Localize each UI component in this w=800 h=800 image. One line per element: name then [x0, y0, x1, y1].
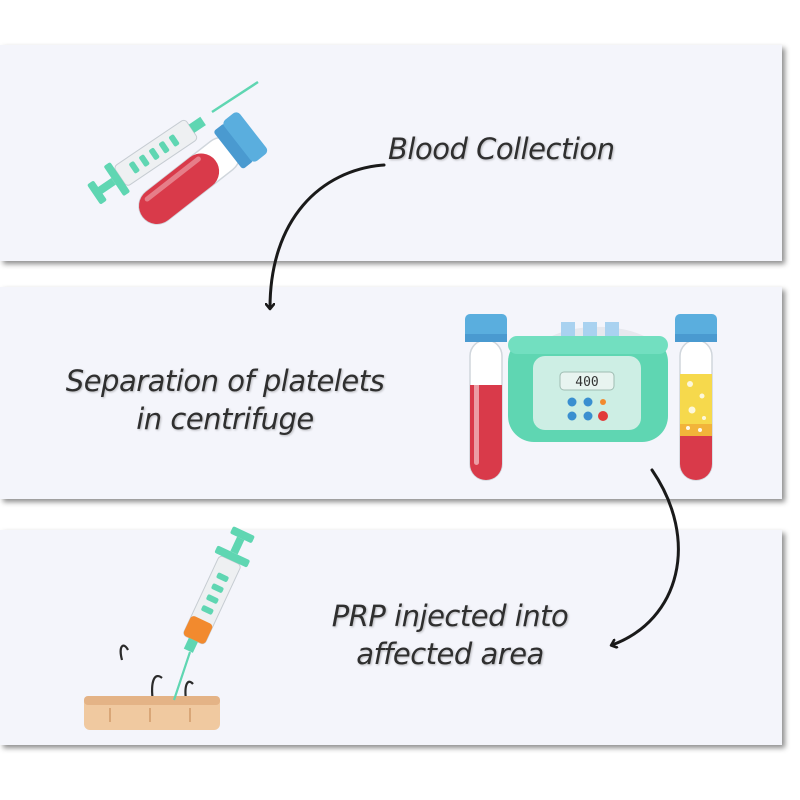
- syringe-icon: [172, 526, 255, 701]
- skin-icon: [84, 644, 220, 730]
- step-label-separation: Separation of platelets in centrifuge: [40, 362, 410, 438]
- step-label-injection: PRP injected into affected area: [300, 597, 600, 673]
- step-label-line: in centrifuge: [136, 402, 314, 436]
- step-label-line: Blood Collection: [388, 132, 615, 166]
- step-label-blood-collection: Blood Collection: [388, 130, 615, 168]
- step-panel-blood-collection: [0, 45, 782, 261]
- syringe-icon: [87, 80, 259, 204]
- step-label-line: Separation of platelets: [65, 364, 385, 398]
- separated-plasma-tube-icon: [675, 314, 717, 481]
- centrifuge-icon: [508, 322, 668, 442]
- blood-tube-icon: [465, 314, 507, 481]
- flow-arrow-1: [270, 163, 386, 308]
- centrifuge-display-text: 400: [575, 375, 598, 390]
- step-label-line: affected area: [356, 637, 544, 671]
- step-label-line: PRP injected into: [331, 599, 569, 633]
- flow-arrow-2: [612, 468, 680, 645]
- blood-tube-icon: [138, 112, 268, 225]
